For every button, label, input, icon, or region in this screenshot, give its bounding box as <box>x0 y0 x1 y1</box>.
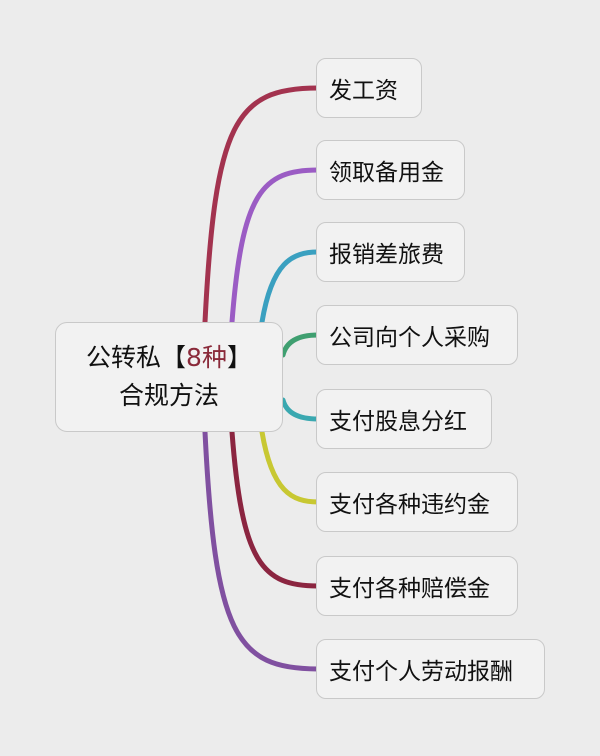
connector-line <box>202 429 321 672</box>
branch-label: 发工资 <box>329 78 398 104</box>
branch-label: 报销差旅费 <box>329 242 444 268</box>
central-prefix: 公转私【 <box>86 343 187 372</box>
connector-line <box>259 249 321 325</box>
connector-line <box>280 397 321 422</box>
central-topic-line1: 公转私【8种】 <box>86 339 252 377</box>
branch-node: 领取备用金 <box>316 140 465 200</box>
branch-label: 支付股息分红 <box>329 409 467 435</box>
central-topic-line2: 合规方法 <box>118 381 219 410</box>
branch-label: 支付各种违约金 <box>329 492 490 518</box>
central-highlight: 8种 <box>186 343 227 372</box>
branch-node: 支付个人劳动报酬 <box>316 639 545 699</box>
central-suffix: 】 <box>226 343 252 372</box>
branch-node: 发工资 <box>316 58 422 118</box>
connector-line <box>259 429 321 505</box>
connector-line <box>229 429 321 589</box>
connector-line <box>229 167 321 325</box>
branch-node: 报销差旅费 <box>316 222 465 282</box>
central-topic: 公转私【8种】 合规方法 <box>55 322 283 432</box>
connector-line <box>202 85 321 325</box>
branch-label: 领取备用金 <box>329 160 444 186</box>
branch-node: 支付股息分红 <box>316 389 492 449</box>
branch-label: 支付个人劳动报酬 <box>329 659 513 685</box>
branch-label: 公司向个人采购 <box>329 325 490 351</box>
connector-line <box>280 332 321 358</box>
branch-label: 支付各种赔偿金 <box>329 576 490 602</box>
branch-node: 公司向个人采购 <box>316 305 518 365</box>
branch-node: 支付各种赔偿金 <box>316 556 518 616</box>
branch-node: 支付各种违约金 <box>316 472 518 532</box>
